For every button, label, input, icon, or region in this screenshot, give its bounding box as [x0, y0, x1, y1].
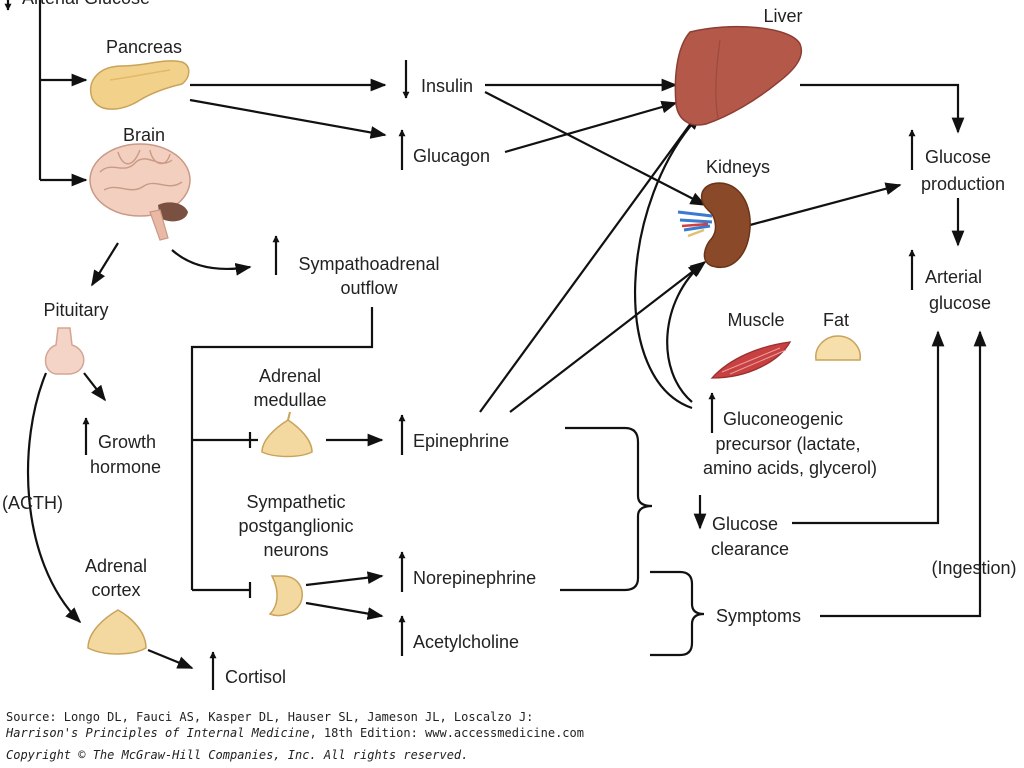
muscle-icon [710, 341, 792, 379]
liver-label: Liver [763, 6, 802, 26]
arrow-pituitary-acth [26, 372, 82, 624]
source-prefix: Source: Longo DL, Fauci AS, Kasper DL, H… [6, 710, 534, 724]
pancreas-label: Pancreas [106, 37, 182, 57]
insulin-label: Insulin [421, 76, 473, 96]
muscle-label: Muscle [727, 310, 784, 330]
adrenal-medulla-icon [261, 411, 313, 458]
sympathetic-label-1: Sympathetic [246, 492, 345, 512]
source-line-2: Harrison's Principles of Internal Medici… [6, 726, 584, 740]
glucagon-label: Glucagon [413, 146, 490, 166]
sympathoadrenal-branch-line [190, 307, 374, 590]
pituitary-icon [44, 327, 85, 375]
glucose-production-label-2: production [921, 174, 1005, 194]
sympathetic-label-3: neurons [263, 540, 328, 560]
arrow-insulin-kidney [484, 91, 707, 206]
arrow-precursor-kidney [666, 261, 705, 403]
source-line-1: Source: Longo DL, Fauci AS, Kasper DL, H… [6, 710, 533, 724]
arrow-brain-sympathoadrenal [171, 249, 252, 276]
connectors [26, 0, 987, 670]
arrow-cortex-cortisol [147, 648, 194, 670]
arrow-epinephrine-kidney [509, 261, 707, 413]
gluconeogenic-label-3: amino acids, glycerol) [703, 458, 877, 478]
pancreas-icon [89, 60, 190, 110]
arrow-pancreas-glucagon [189, 98, 387, 139]
arrow-neurons-acetylcholine [305, 601, 384, 620]
arrow-precursor-liver [634, 113, 702, 410]
arrow-neurons-norepinephrine [305, 571, 384, 587]
arrow-symptoms-ingestion [820, 330, 987, 618]
source-suffix[interactable]: , 18th Edition: www.accessmedicine.com [309, 726, 584, 740]
arrow-glucagon-liver [504, 100, 678, 154]
epinephrine-label: Epinephrine [413, 431, 509, 451]
organ-illustrations [44, 25, 861, 655]
arrow-epinephrine-liver [479, 106, 703, 413]
glucose-production-label-1: Glucose [925, 147, 991, 167]
indicator-arrows [4, 0, 916, 690]
acth-label: (ACTH) [2, 493, 63, 513]
glucose-clearance-label-2: clearance [711, 539, 789, 559]
labels: Arterial Glucose Pancreas Brain Liver Ki… [2, 0, 1017, 687]
synapse-medullae [248, 432, 258, 448]
brace-clearance [560, 426, 653, 592]
brain-icon [89, 143, 191, 241]
sympathetic-label-2: postganglionic [238, 516, 353, 536]
growth-hormone-label-1: Growth [98, 432, 156, 452]
arrow-clearance-glucose [792, 330, 945, 525]
kidney-icon [677, 182, 751, 268]
sympathoadrenal-label-2: outflow [340, 278, 398, 298]
adrenal-cortex-icon [87, 609, 147, 655]
gluconeogenic-label-2: precursor (lactate, [715, 434, 860, 454]
arrow-brain-pituitary [91, 242, 119, 287]
adrenal-cortex-label-2: cortex [91, 580, 140, 600]
ingestion-label: (Ingestion) [931, 558, 1016, 578]
glucose-clearance-label-1: Glucose [712, 514, 778, 534]
fat-icon [815, 335, 861, 361]
growth-hormone-label-2: hormone [90, 457, 161, 477]
source-book-title: Harrison's Principles of Internal Medici… [6, 726, 310, 740]
brace-symptoms [650, 570, 705, 657]
arrow-liver-production [800, 83, 965, 134]
symptoms-label: Symptoms [716, 606, 801, 626]
liver-icon [674, 25, 803, 126]
acetylcholine-label: Acetylcholine [413, 632, 519, 652]
arterial-glucose-out-label-2: glucose [929, 293, 991, 313]
adrenal-cortex-label-1: Adrenal [85, 556, 147, 576]
copyright-text: Copyright © The McGraw-Hill Companies, I… [6, 748, 469, 762]
adrenal-medullae-label-2: medullae [253, 390, 326, 410]
brain-label: Brain [123, 125, 165, 145]
norepinephrine-label: Norepinephrine [413, 568, 536, 588]
pituitary-label: Pituitary [43, 300, 108, 320]
arrow-pituitary-gh [83, 372, 106, 402]
adrenal-medullae-label-1: Adrenal [259, 366, 321, 386]
fat-label: Fat [823, 310, 849, 330]
copyright-line: Copyright © The McGraw-Hill Companies, I… [6, 748, 468, 762]
gluconeogenic-label-1: Gluconeogenic [723, 409, 843, 429]
arterial-glucose-out-label-1: Arterial [925, 267, 982, 287]
cortisol-label: Cortisol [225, 667, 286, 687]
kidneys-label: Kidneys [706, 157, 770, 177]
sympathetic-neuron-icon [268, 575, 303, 617]
arrow-kidney-production [749, 182, 902, 227]
sympathoadrenal-label-1: Sympathoadrenal [298, 254, 439, 274]
arterial-glucose-label: Arterial Glucose [22, 0, 150, 8]
